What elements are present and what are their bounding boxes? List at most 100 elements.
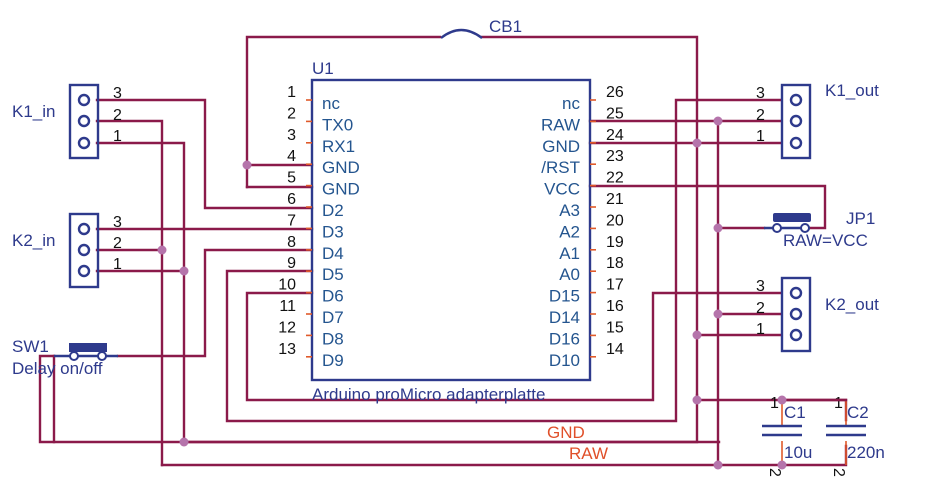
- u1-pin-number: 7: [287, 212, 296, 229]
- junction: [157, 245, 167, 255]
- k1-out-pinnum-3: 3: [756, 85, 765, 102]
- c2-pin1-num: 1: [834, 395, 843, 412]
- u1-pin-number: 3: [287, 127, 296, 144]
- c1-pin1-num: 1: [770, 395, 779, 412]
- u1-pin-number: 13: [278, 341, 296, 358]
- u1-pin-number: 6: [287, 191, 296, 208]
- k1-in-pinnum-2: 2: [113, 107, 122, 124]
- junction: [179, 437, 189, 447]
- cb1-ref: CB1: [489, 17, 522, 36]
- c1-value: 10u: [784, 443, 812, 462]
- jp1-bar: [773, 213, 811, 222]
- u1-pin-name: nc: [562, 94, 580, 113]
- k1-in-connector[interactable]: K1_in 3 2 1: [12, 83, 122, 160]
- k2-in-pin3: [77, 222, 91, 236]
- u1-pin-name: D9: [322, 351, 344, 370]
- u1-pin-name: D8: [322, 329, 344, 348]
- k1-out-connector[interactable]: K1_out 3 2 1: [756, 81, 879, 160]
- u1-pin-number: 22: [606, 170, 624, 187]
- sw1-ref: SW1: [12, 337, 49, 356]
- k2-out-connector[interactable]: K2_out 3 2 1: [756, 276, 879, 353]
- jp1-ref: JP1: [846, 209, 875, 228]
- k2-out-pin2: [789, 307, 803, 321]
- c1-capacitor[interactable]: C1 10u 1 2: [762, 395, 812, 477]
- u1-right-pins: 26nc25RAW24GND23/RST22VCC21A320A219A118A…: [541, 84, 624, 370]
- junctions: [157, 116, 787, 470]
- u1-pin-number: 15: [606, 319, 624, 336]
- junction: [777, 460, 787, 470]
- u1-pin-number: 20: [606, 212, 624, 229]
- k1-out-pinnum-2: 2: [756, 107, 765, 124]
- jp1-value: RAW=VCC: [783, 231, 868, 250]
- c1-ref: C1: [784, 403, 806, 422]
- c2-value: 220n: [847, 443, 885, 462]
- u1-pin-name: A0: [559, 265, 580, 284]
- u1-pin-number: 16: [606, 298, 624, 315]
- c1-pin2-num: 2: [766, 468, 783, 477]
- k2-in-pinnum-2: 2: [113, 235, 122, 252]
- u1-pin-number: 4: [287, 148, 296, 165]
- u1-pin-name: GND: [542, 137, 580, 156]
- wire-cb1-left: [245, 35, 442, 189]
- cb1-bridge[interactable]: CB1: [440, 17, 522, 39]
- k2-in-body: [68, 212, 100, 289]
- u1-pin-number: 8: [287, 234, 296, 251]
- wire-raw-rail: [160, 444, 848, 467]
- junction: [692, 138, 702, 148]
- u1-left-pins: 1nc2TX03RX14GND5GND6D27D38D49D510D611D71…: [278, 84, 360, 370]
- junction: [692, 330, 702, 340]
- junction: [777, 395, 787, 405]
- k1-out-pin1: [789, 136, 803, 150]
- sw1-bar: [69, 343, 107, 352]
- cb1-arc: [440, 28, 483, 39]
- wire-k1in-2: [95, 119, 164, 467]
- k1-in-pin3: [77, 93, 91, 107]
- junction: [713, 309, 723, 319]
- k2-out-pinnum-1: 1: [756, 321, 765, 338]
- u1-pin-number: 26: [606, 84, 624, 101]
- junction: [242, 160, 252, 170]
- k2-out-pinnum-3: 3: [756, 278, 765, 295]
- wire-gnd-bottom: [182, 393, 699, 444]
- wire-cb1-right: [480, 35, 699, 397]
- c2-pin2-num: 2: [830, 468, 847, 477]
- jp1-pin2: [800, 223, 810, 233]
- u1-arduino-promicro[interactable]: U1 Arduino proMicro adapterplatte 1nc2TX…: [278, 59, 624, 404]
- u1-pin-name: A3: [559, 201, 580, 220]
- u1-pin-name: nc: [322, 94, 340, 113]
- jp1-jumper[interactable]: JP1 RAW=VCC: [764, 209, 875, 250]
- net-label-raw: RAW: [569, 444, 608, 463]
- k2-out-body: [780, 276, 812, 353]
- u1-pin-name: /RST: [541, 158, 580, 177]
- u1-pin-name: D3: [322, 222, 344, 241]
- u1-pin-name: D5: [322, 265, 344, 284]
- u1-pin-name: D16: [549, 329, 580, 348]
- u1-ref: U1: [312, 59, 334, 78]
- u1-pin-number: 19: [606, 234, 624, 251]
- u1-pin-number: 21: [606, 191, 624, 208]
- k1-in-pinnum-3: 3: [113, 85, 122, 102]
- k2-in-pin1: [77, 264, 91, 278]
- u1-pin-name: TX0: [322, 115, 353, 134]
- k1-out-ref: K1_out: [825, 81, 879, 100]
- junction: [713, 223, 723, 233]
- c2-capacitor[interactable]: C2 220n 1 2: [826, 395, 885, 477]
- sw1-switch[interactable]: SW1 Delay on/off: [12, 337, 118, 378]
- u1-body: [310, 78, 592, 382]
- u1-pin-number: 24: [606, 127, 624, 144]
- k1-in-ref: K1_in: [12, 102, 55, 121]
- k1-out-body: [780, 83, 812, 160]
- k2-in-connector[interactable]: K2_in 3 2 1: [12, 212, 122, 289]
- junction: [713, 460, 723, 470]
- jp1-pin1: [772, 223, 782, 233]
- junction: [179, 266, 189, 276]
- c2-ref: C2: [847, 403, 869, 422]
- u1-pin-number: 2: [287, 105, 296, 122]
- k1-out-pin2: [789, 114, 803, 128]
- k2-out-ref: K2_out: [825, 295, 879, 314]
- k2-out-pin3: [789, 286, 803, 300]
- wire-d6: [245, 291, 782, 402]
- u1-pin-name: GND: [322, 180, 360, 199]
- k2-out-pinnum-2: 2: [756, 300, 765, 317]
